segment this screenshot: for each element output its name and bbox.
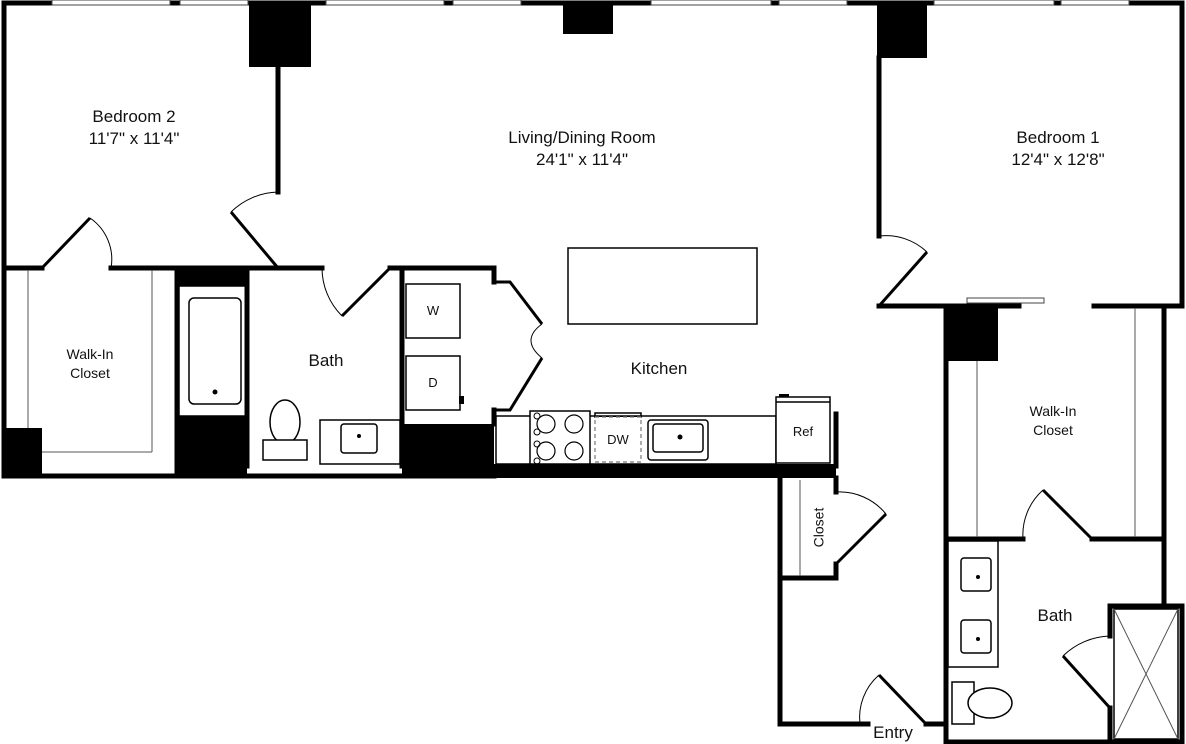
room-label-bedroom-1: Bedroom 1 12'4" x 12'8" <box>1011 127 1104 171</box>
kitchen-counter <box>495 394 831 465</box>
laundry <box>405 283 464 411</box>
refrigerator <box>775 396 831 464</box>
room-label-kitchen: Kitchen <box>631 358 688 380</box>
shower <box>1113 608 1179 740</box>
bathtub <box>188 297 242 405</box>
doors <box>40 191 1112 726</box>
room-label-bath-2: Bath <box>309 350 344 372</box>
structural-columns <box>4 3 998 478</box>
washer-label: W <box>426 303 440 318</box>
room-dimensions: 24'1" x 11'4" <box>536 150 628 169</box>
room-label-walk-in-closet-2: Walk-In Closet <box>67 345 114 383</box>
room-name: Kitchen <box>630 359 688 378</box>
toilet <box>967 687 1013 719</box>
room-label-bath-1: Bath <box>1038 605 1073 627</box>
room-name-line-2: Closet <box>70 365 110 381</box>
sink <box>340 423 378 454</box>
bath-1-fixtures <box>947 540 1179 740</box>
dryer-label: D <box>428 375 438 390</box>
window <box>650 0 772 6</box>
room-name: Living/Dining Room <box>508 128 656 147</box>
sink <box>960 557 992 592</box>
window <box>1060 0 1130 6</box>
room-name: Closet <box>810 507 827 548</box>
kitchen-sink <box>647 419 709 461</box>
bath-2-fixtures <box>178 285 401 465</box>
window <box>51 0 171 6</box>
room-name: Bath <box>308 351 344 370</box>
room-name-line-1: Walk-In <box>66 346 114 362</box>
room-dimensions: 12'4" x 12'8" <box>1011 150 1105 169</box>
double-vanity <box>947 540 999 668</box>
room-name: Entry <box>873 723 913 742</box>
window <box>325 0 445 6</box>
room-dimensions: 11'7" x 11'4" <box>88 129 180 148</box>
sink <box>960 619 992 654</box>
room-name-line-1: Walk-In <box>1029 403 1077 419</box>
room-label-closet: Closet <box>810 508 829 548</box>
kitchen-island <box>567 247 758 325</box>
room-label-living-dining: Living/Dining Room 24'1" x 11'4" <box>508 127 655 171</box>
closet-shelving <box>27 270 1136 576</box>
room-name: Bedroom 2 <box>92 107 176 126</box>
room-label-walk-in-closet-1: Walk-In Closet <box>1030 402 1077 440</box>
window <box>452 0 522 6</box>
room-name: Bedroom 1 <box>1016 128 1100 147</box>
dryer <box>405 355 461 411</box>
dishwasher <box>594 416 642 463</box>
room-label-bedroom-2: Bedroom 2 11'7" x 11'4" <box>89 106 180 150</box>
room-name-line-2: Closet <box>1033 422 1073 438</box>
toilet <box>269 399 301 445</box>
range-stove <box>529 410 591 465</box>
interior-walls <box>1 55 1185 744</box>
washer <box>405 283 461 339</box>
vanity-counter <box>319 419 401 465</box>
window <box>933 0 1055 6</box>
room-label-entry: Entry <box>873 722 913 744</box>
window <box>778 0 848 6</box>
dishwasher-label: DW <box>607 432 629 447</box>
room-name: Bath <box>1037 606 1073 625</box>
window <box>179 0 249 6</box>
refrigerator-label: Ref <box>792 424 814 439</box>
